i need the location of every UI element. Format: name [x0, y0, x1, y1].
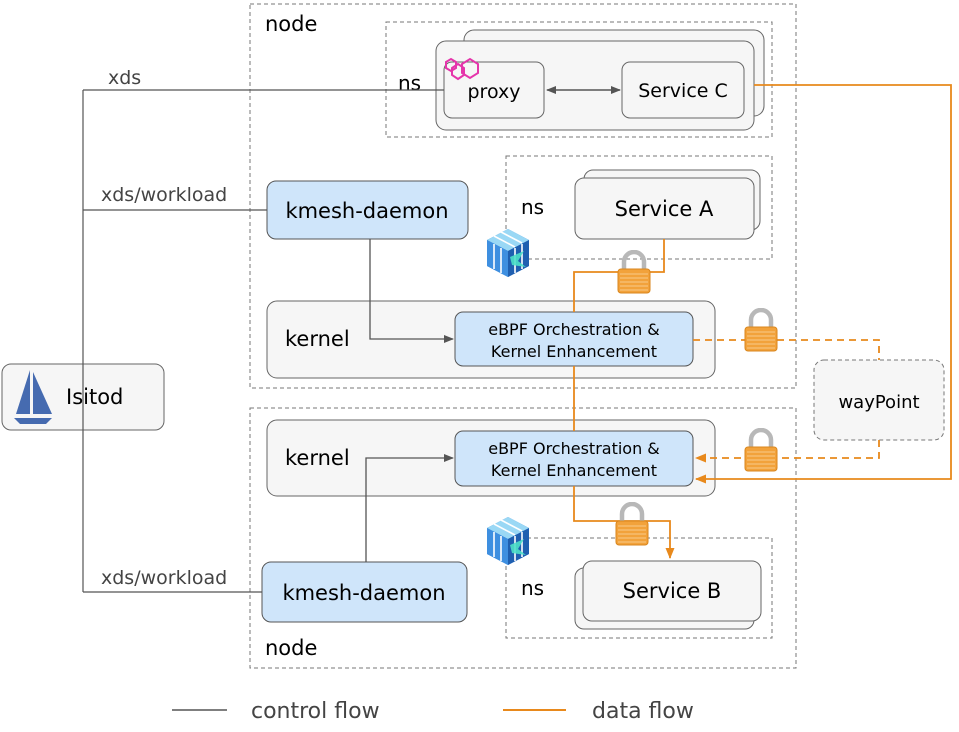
service-a-label: Service A: [615, 197, 714, 221]
envoy-proxy-icon: [445, 57, 479, 81]
kernel-top-label: kernel: [285, 327, 350, 351]
ns-service-b-label: ns: [521, 576, 544, 600]
data-line-waypoint-bottom: [695, 440, 880, 463]
service-c-label: Service C: [638, 80, 728, 102]
kmesh-cube-icon: [486, 228, 530, 278]
lock-icon: [745, 310, 777, 351]
kmesh-cube-icon: [486, 516, 530, 566]
service-c-box[interactable]: [621, 61, 745, 119]
lock-icon: [616, 504, 648, 545]
ns-service-a-label: ns: [521, 195, 544, 219]
data-line-service-c: [695, 84, 952, 484]
node-top-frame: [249, 3, 797, 389]
ebpf-top-line1: eBPF Orchestration &: [488, 320, 660, 339]
kmesh-daemon-top-label: kmesh-daemon: [285, 199, 448, 223]
ebpf-bottom-line1: eBPF Orchestration &: [488, 439, 660, 458]
kernel-bottom-label: kernel: [285, 446, 350, 470]
lock-icon: [618, 252, 650, 293]
istiod-label: Isitod: [66, 385, 123, 409]
data-line-waypoint-top: [693, 339, 880, 360]
xds-workload-top-label: xds/workload: [101, 184, 227, 206]
ebpf-top-line2: Kernel Enhancement: [491, 342, 657, 361]
node-top-label: node: [265, 12, 317, 36]
kmesh-top-control-line: [369, 239, 454, 343]
ns-proxy-frame: [385, 21, 773, 138]
waypoint-box[interactable]: [813, 359, 945, 441]
node-bottom-label: node: [265, 636, 317, 660]
service-b-label: Service B: [623, 579, 722, 603]
legend-data-label: data flow: [592, 699, 694, 724]
waypoint-label: wayPoint: [838, 392, 919, 413]
kmesh-bottom-control-line: [365, 454, 454, 562]
xds-workload-bottom-label: xds/workload: [101, 567, 227, 589]
legend-control-label: control flow: [251, 699, 380, 724]
istio-sail-icon: [14, 370, 52, 424]
ns-proxy-label: ns: [398, 71, 421, 95]
node-bottom-frame: [249, 407, 797, 669]
lock-icon: [745, 430, 777, 471]
service-b-box[interactable]: [582, 560, 762, 622]
xds-label: xds: [108, 67, 141, 89]
ebpf-bottom-line2: Kernel Enhancement: [491, 461, 657, 480]
ns-service-a-frame: [505, 155, 773, 260]
proxy-label: proxy: [468, 81, 521, 103]
kmesh-daemon-bottom-label: kmesh-daemon: [282, 581, 445, 605]
